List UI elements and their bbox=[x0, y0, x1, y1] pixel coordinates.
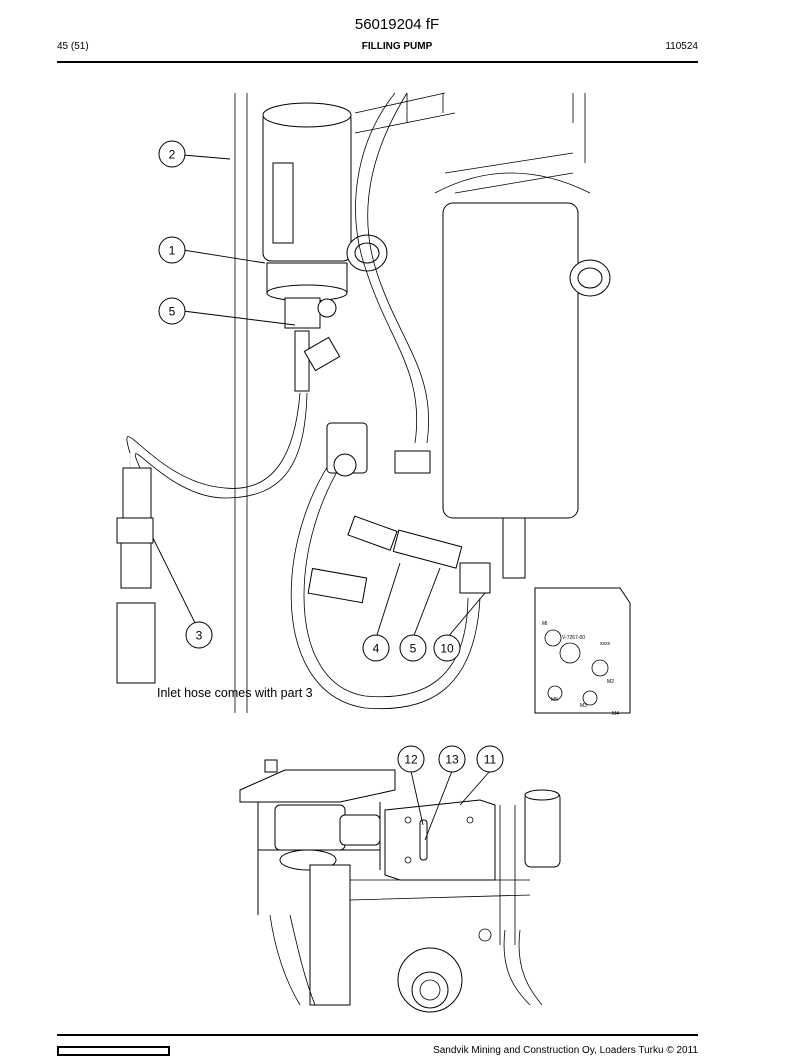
callout-13-label: 13 bbox=[445, 753, 459, 767]
company-logo bbox=[57, 1046, 170, 1056]
callout-5-upper-label: 5 bbox=[169, 305, 176, 319]
callout-10 bbox=[433, 634, 461, 662]
callout-13 bbox=[438, 745, 466, 773]
figure-caption: Inlet hose comes with part 3 bbox=[157, 686, 313, 700]
callout-11 bbox=[476, 745, 504, 773]
callout-12-label: 12 bbox=[404, 753, 418, 767]
callout-12 bbox=[397, 745, 425, 773]
date-code: 110524 bbox=[665, 41, 698, 52]
callout-5-lower bbox=[399, 634, 427, 662]
callout-1 bbox=[158, 236, 186, 264]
valve-label-m4: M4 bbox=[612, 711, 619, 717]
callout-3-label: 3 bbox=[196, 629, 203, 643]
callout-3 bbox=[185, 621, 213, 649]
callout-1-label: 1 bbox=[169, 244, 176, 258]
filling-pump-drawing: MI V-7267-00 xxxx M2 M5 M3 M4 2 1 5 3 4 … bbox=[116, 92, 631, 717]
page-indicator: 45 (51) bbox=[57, 41, 89, 52]
callout-4-label: 4 bbox=[373, 642, 380, 656]
callout-4 bbox=[362, 634, 390, 662]
valve-label-m5: M5 bbox=[551, 697, 558, 703]
callout-5-upper bbox=[158, 297, 186, 325]
footer-rule bbox=[57, 1034, 698, 1036]
callout-11-label: 11 bbox=[484, 753, 497, 767]
valve-label-mi: MI bbox=[542, 621, 548, 627]
callout-2 bbox=[158, 140, 186, 168]
document-number: 56019204 fF bbox=[354, 16, 440, 33]
callout-2-label: 2 bbox=[169, 148, 176, 162]
valve-label-m2: M2 bbox=[607, 679, 614, 685]
section-title: FILLING PUMP bbox=[361, 41, 433, 52]
mounting-bracket-drawing: 12 13 11 bbox=[239, 745, 561, 1013]
valve-label-m3: M3 bbox=[580, 703, 587, 709]
copyright-notice: Sandvik Mining and Construction Oy, Load… bbox=[433, 1045, 698, 1056]
valve-label-serial: xxxx bbox=[600, 641, 611, 647]
valve-label-part: V-7267-00 bbox=[562, 635, 585, 641]
callout-10-label: 10 bbox=[440, 642, 454, 656]
header-rule bbox=[57, 61, 698, 63]
callout-5-lower-label: 5 bbox=[410, 642, 417, 656]
